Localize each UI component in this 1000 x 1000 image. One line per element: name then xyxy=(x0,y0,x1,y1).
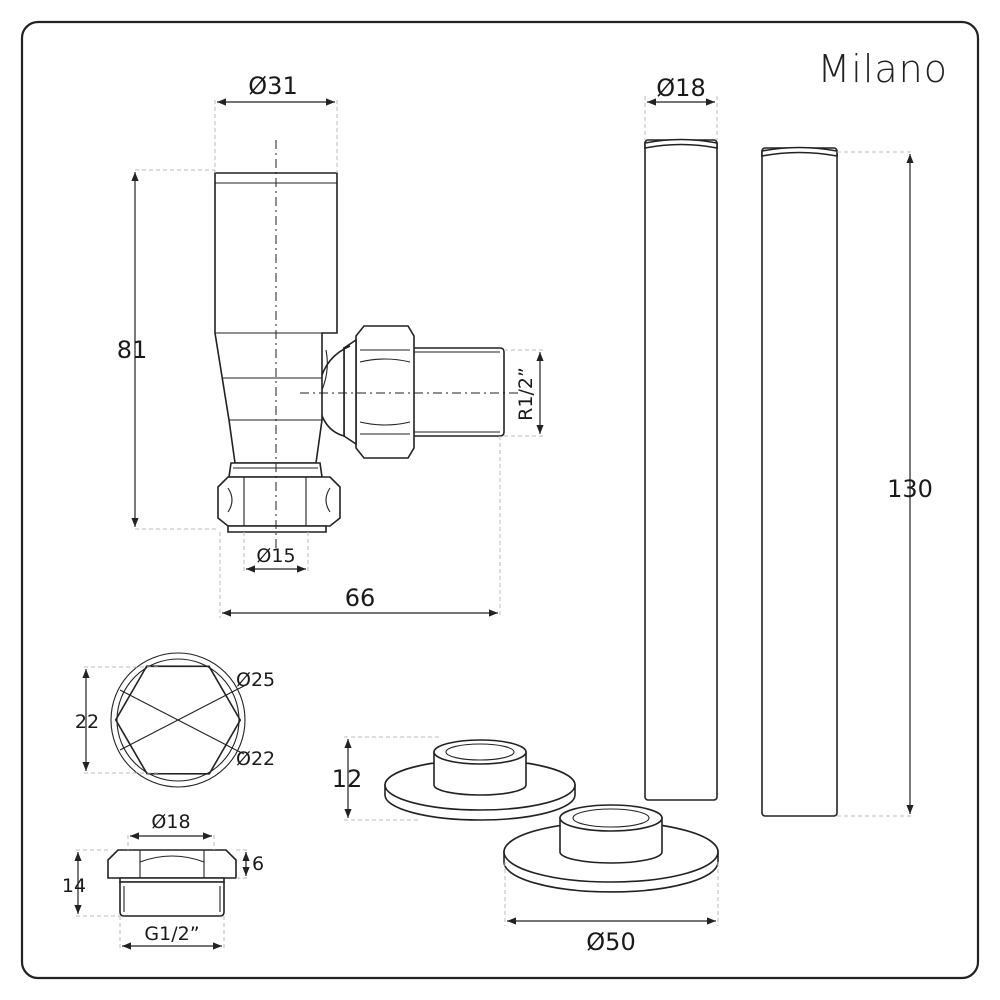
dim-pipe-extension-length: 130 xyxy=(837,151,933,817)
adapter-drawing xyxy=(107,849,237,917)
nut-top-view xyxy=(110,652,246,788)
label-valve-height: 81 xyxy=(117,336,148,364)
dim-body-diameter: Ø31 xyxy=(214,72,338,173)
extension-pipe-right xyxy=(761,146,838,817)
label-adapter-cap-height: 6 xyxy=(252,853,264,875)
drawing-frame xyxy=(20,20,980,980)
valve-drawing xyxy=(214,140,520,548)
label-nut-across-flats: 22 xyxy=(75,711,99,733)
dim-valve-height: 81 xyxy=(117,169,218,530)
label-nut-inner-diameter: Ø22 xyxy=(236,748,275,770)
dim-pipe-extension-diameter: Ø18 xyxy=(644,74,718,140)
dim-adapter-cap-height: 6 xyxy=(236,849,264,879)
label-pipe-extension-length: 130 xyxy=(887,475,933,503)
extension-pipe-left xyxy=(644,138,718,801)
label-pipe-extension-diameter: Ø18 xyxy=(656,74,705,102)
label-valve-length: 66 xyxy=(345,584,376,612)
dim-adapter-diameter: Ø18 xyxy=(127,811,215,850)
label-adapter-thread: G1/2” xyxy=(144,923,199,945)
rosette-back xyxy=(384,739,576,821)
brand-title: Milano xyxy=(817,47,948,91)
label-rosette-height: 12 xyxy=(332,765,363,793)
label-valve-thread: R1/2” xyxy=(515,367,537,421)
dim-adapter-thread: G1/2” xyxy=(119,916,225,950)
dim-adapter-total-height: 14 xyxy=(62,849,120,917)
dim-valve-length: 66 xyxy=(219,436,501,618)
rosette-front xyxy=(503,804,719,893)
dim-rosette-height: 12 xyxy=(332,736,440,821)
dim-rosette-diameter: Ø50 xyxy=(504,862,719,956)
dim-pipe-diameter: Ø15 xyxy=(243,532,309,573)
dim-nut-across-flats: 22 xyxy=(75,666,160,774)
label-adapter-total-height: 14 xyxy=(62,875,86,897)
label-pipe-diameter: Ø15 xyxy=(256,545,295,567)
label-rosette-diameter: Ø50 xyxy=(586,928,635,956)
label-body-diameter: Ø31 xyxy=(248,72,297,100)
label-adapter-diameter: Ø18 xyxy=(151,811,190,833)
label-nut-outer-diameter: Ø25 xyxy=(236,669,275,691)
dim-valve-thread: R1/2” xyxy=(504,349,546,437)
